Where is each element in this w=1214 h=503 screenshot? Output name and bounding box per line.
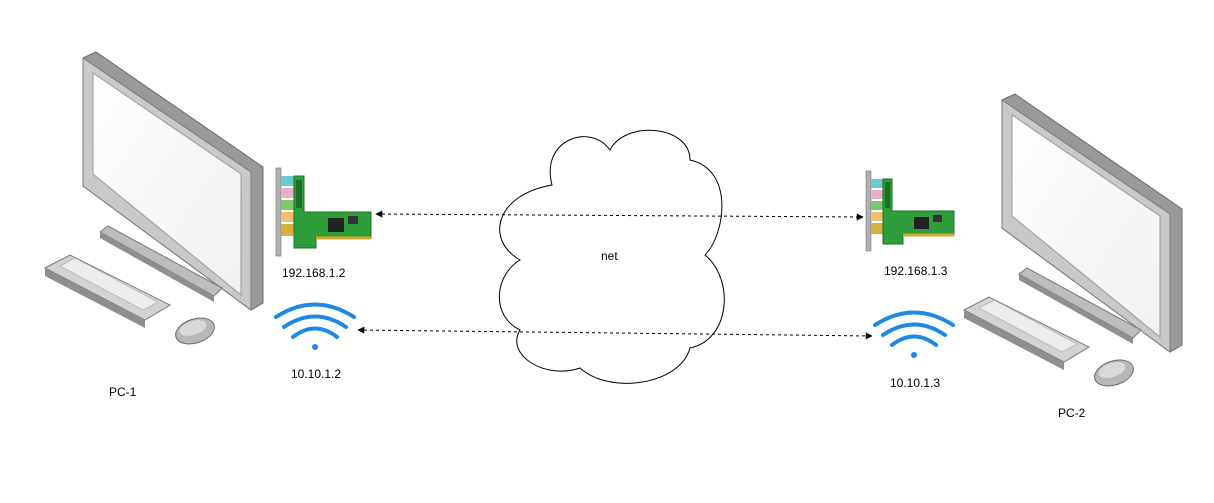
pc2-wifi-ip-label: 10.10.1.3 xyxy=(890,376,941,390)
pc1-wifi-ip-label: 10.10.1.2 xyxy=(291,367,342,381)
pc2-nic-ip-label: 192.168.1.3 xyxy=(884,264,948,278)
pc2-label: PC-2 xyxy=(1058,406,1086,420)
net-cloud xyxy=(498,129,725,384)
pc2-network-card-icon xyxy=(865,170,955,252)
pc1-label: PC-1 xyxy=(109,385,137,399)
pc1-nic-ip-label: 192.168.1.2 xyxy=(282,266,346,280)
pc1-wifi-icon xyxy=(274,302,356,350)
cloud-label: net xyxy=(601,249,618,263)
pc2-wifi-icon xyxy=(873,310,955,358)
pc1-computer-icon xyxy=(43,51,264,345)
wifi-connection-line xyxy=(357,326,873,340)
pc2-computer-icon xyxy=(962,93,1183,387)
pc1-network-card-icon xyxy=(275,167,372,257)
